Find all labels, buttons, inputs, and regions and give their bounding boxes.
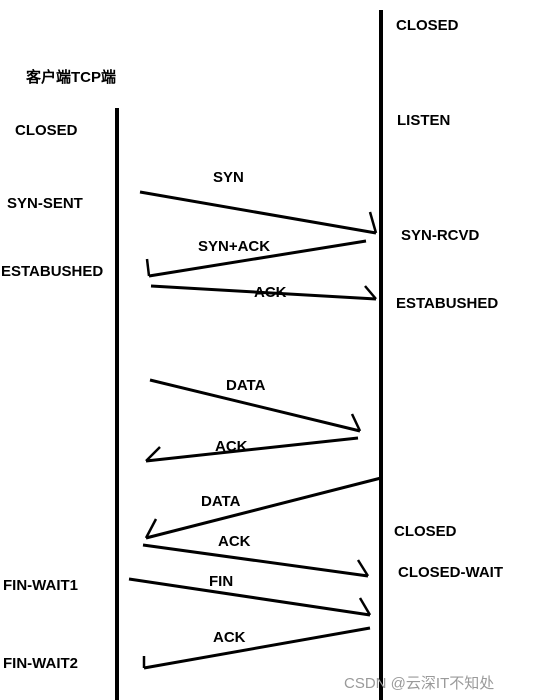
message-syn: SYN <box>139 169 378 235</box>
server-state-closed-wait: CLOSED-WAIT <box>398 564 503 581</box>
message-ack-4: ACK <box>142 626 371 670</box>
message-syn-ack: SYN+ACK <box>145 238 367 278</box>
message-ack-1-line <box>150 284 377 301</box>
client-title: 客户端TCP端 <box>25 68 116 86</box>
message-syn-ack-arrowhead <box>145 258 151 277</box>
message-ack-1: ACK <box>150 284 377 301</box>
message-syn-ack-label: SYN+ACK <box>198 238 270 255</box>
client-state-syn-sent: SYN-SENT <box>7 195 83 212</box>
message-ack-3-line <box>142 543 369 578</box>
message-data-2: DATA <box>144 476 382 540</box>
message-ack-2-line <box>145 436 359 463</box>
message-fin-line <box>128 577 371 617</box>
message-data-2-label: DATA <box>201 493 241 510</box>
message-data-1-line <box>149 378 361 433</box>
message-data-1: DATA <box>149 377 362 433</box>
server-state-closed: CLOSED <box>396 17 459 34</box>
message-ack-4-label: ACK <box>213 629 246 646</box>
message-fin-arrowhead <box>358 597 372 616</box>
message-ack-2-arrowhead <box>145 446 161 462</box>
message-syn-line <box>139 190 377 235</box>
message-syn-ack-line <box>148 239 367 278</box>
message-ack-2-label: ACK <box>215 438 248 455</box>
message-ack-3: ACK <box>142 533 370 578</box>
message-ack-3-arrowhead <box>356 559 370 577</box>
client-state-closed: CLOSED <box>15 122 78 139</box>
client-state-fin-wait2: FIN-WAIT2 <box>3 655 78 672</box>
message-fin-label: FIN <box>209 573 233 590</box>
message-ack-1-label: ACK <box>254 284 287 301</box>
message-data-1-label: DATA <box>226 377 266 394</box>
message-data-2-line <box>145 476 382 540</box>
watermark: CSDN @云深IT不知处 <box>344 675 494 692</box>
message-fin: FIN <box>128 573 372 617</box>
server-state-listen: LISTEN <box>397 112 450 129</box>
server-state-established: ESTABUSHED <box>396 295 498 312</box>
message-ack-2: ACK <box>145 436 359 463</box>
message-ack-3-label: ACK <box>218 533 251 550</box>
message-data-1-arrowhead <box>350 413 362 432</box>
client-state-fin-wait1: FIN-WAIT1 <box>3 577 78 594</box>
message-syn-arrowhead <box>368 211 378 234</box>
server-state-syn-rcvd: SYN-RCVD <box>401 227 480 244</box>
message-ack-4-line <box>143 626 371 670</box>
message-syn-label: SYN <box>213 169 244 186</box>
client-state-established: ESTABUSHED <box>1 263 103 280</box>
server-state-closed-2: CLOSED <box>394 523 457 540</box>
message-data-2-arrowhead <box>144 518 158 539</box>
message-ack-1-arrowhead <box>364 285 377 300</box>
